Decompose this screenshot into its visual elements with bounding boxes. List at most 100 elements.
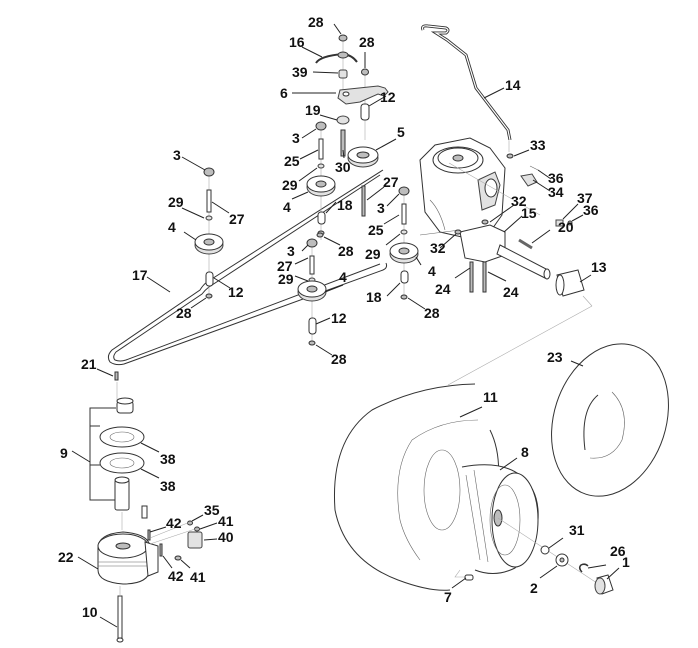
- callout-34: 34: [548, 184, 564, 200]
- callout-3: 3: [287, 243, 295, 259]
- callout-32: 32: [511, 193, 527, 209]
- cap-3: [315, 121, 327, 131]
- callout-1: 1: [622, 554, 630, 570]
- callout-27: 27: [277, 258, 293, 274]
- bolt-24: [469, 261, 474, 293]
- callout-36: 36: [583, 202, 599, 218]
- spacer-12: [205, 271, 214, 287]
- callout-21: 21: [81, 356, 97, 372]
- washer-29: [317, 163, 325, 169]
- clutch-bolt-10: [117, 595, 123, 639]
- callout-12: 12: [228, 284, 244, 300]
- callout-42: 42: [166, 515, 182, 531]
- callout-30: 30: [335, 159, 351, 175]
- pin-21: [114, 371, 119, 381]
- callout-24: 24: [435, 281, 451, 297]
- callout-14: 14: [505, 77, 521, 93]
- screw-36: [529, 165, 539, 171]
- callout-22: 22: [58, 549, 74, 565]
- screw-42: [147, 529, 151, 541]
- callout-41: 41: [218, 513, 234, 529]
- callout-20: 20: [558, 219, 574, 235]
- callout-41: 41: [190, 569, 206, 585]
- callout-29: 29: [278, 271, 294, 287]
- callout-5: 5: [397, 124, 405, 140]
- nut-32: [454, 229, 462, 235]
- pulley-half-38: [99, 452, 145, 474]
- circlip-26: [578, 563, 589, 573]
- bolt-27: [361, 185, 366, 217]
- callout-38: 38: [160, 451, 176, 467]
- callouts: 1 2 3 3 3 3 4 4 4 4 5 6 7 8 9 10 11 12: [58, 14, 630, 628]
- callout-28: 28: [331, 351, 347, 367]
- callout-23: 23: [547, 349, 563, 365]
- spacer-18: [317, 211, 326, 225]
- transaxle-15: [419, 137, 593, 386]
- spacer-12: [360, 103, 370, 121]
- callout-18: 18: [366, 289, 382, 305]
- callout-37: 37: [577, 190, 593, 206]
- bolt-25: [401, 203, 407, 225]
- callout-27: 27: [383, 174, 399, 190]
- callout-11: 11: [483, 389, 498, 405]
- cap-3: [398, 186, 410, 196]
- nut-28: [316, 232, 324, 238]
- callout-29: 29: [365, 246, 381, 262]
- key-7: [464, 574, 474, 581]
- callout-24: 24: [503, 284, 519, 300]
- callout-3: 3: [292, 130, 300, 146]
- washer-29: [400, 229, 408, 235]
- callout-16: 16: [289, 34, 305, 50]
- callout-28: 28: [176, 305, 192, 321]
- washer-19: [336, 115, 350, 125]
- callout-28: 28: [359, 34, 375, 50]
- callout-3: 3: [173, 147, 181, 163]
- callout-3: 3: [377, 200, 385, 216]
- pulley-stack-lower: [297, 232, 327, 346]
- nut-28: [400, 294, 408, 300]
- callout-26: 26: [610, 543, 626, 559]
- pulley-kit-9: [89, 371, 145, 530]
- pulley-stack-left: [194, 167, 224, 300]
- callout-15: 15: [521, 205, 537, 221]
- callout-28: 28: [338, 243, 354, 259]
- tyre-11: [333, 383, 476, 591]
- callout-32: 32: [430, 240, 446, 256]
- bolt-30: [340, 129, 346, 157]
- callout-4: 4: [428, 263, 436, 279]
- callout-25: 25: [284, 153, 300, 169]
- callout-29: 29: [282, 177, 298, 193]
- callout-13: 13: [591, 259, 607, 275]
- spacer-12: [308, 317, 317, 335]
- bolt-24: [482, 261, 487, 293]
- callout-4: 4: [168, 219, 176, 235]
- callout-29: 29: [168, 194, 184, 210]
- tensioner-assembly: [315, 34, 389, 217]
- nut-28: [308, 340, 316, 346]
- nut-32: [481, 219, 489, 225]
- callout-28: 28: [308, 14, 324, 30]
- callout-33: 33: [530, 137, 546, 153]
- screw-42: [159, 543, 163, 557]
- nut-28: [361, 68, 369, 76]
- cap-3: [306, 238, 318, 248]
- fitting-37: [555, 219, 564, 227]
- callout-2: 2: [530, 580, 538, 596]
- screw-36: [567, 220, 573, 226]
- callout-38: 38: [160, 478, 176, 494]
- callout-12: 12: [380, 89, 396, 105]
- callout-39: 39: [292, 64, 308, 80]
- callout-9: 9: [60, 445, 68, 461]
- drive-belt: [107, 169, 388, 366]
- o-ring-31: [540, 545, 550, 555]
- bracket-34: [520, 173, 538, 187]
- clutch-bracket-40: [187, 531, 203, 549]
- nut-41: [174, 555, 182, 561]
- callout-10: 10: [82, 604, 98, 620]
- nut-28: [338, 34, 348, 42]
- callout-27: 27: [229, 211, 245, 227]
- spring-16: [315, 52, 358, 64]
- callout-4: 4: [283, 199, 291, 215]
- callout-18: 18: [337, 197, 353, 213]
